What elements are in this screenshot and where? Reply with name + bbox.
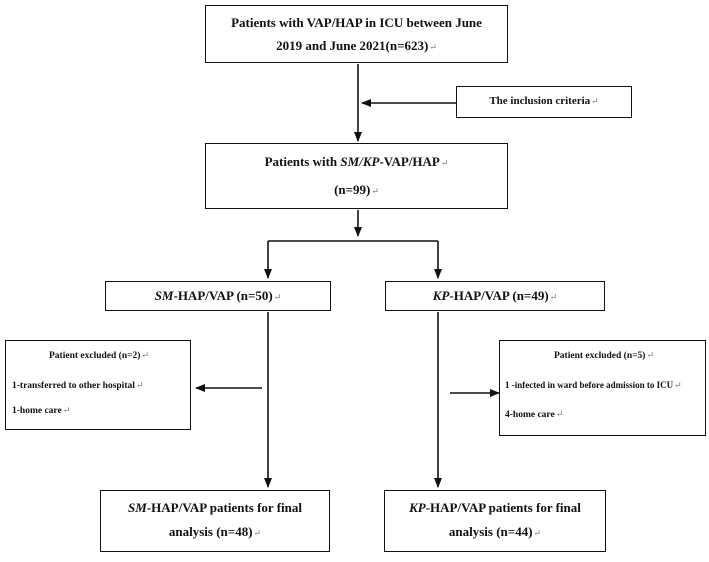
excluded-left-item2: 1-home care↵ <box>12 405 71 416</box>
final-sm-italic: SM <box>128 500 147 515</box>
final-kp-line2: analysis (n=44) <box>448 524 533 539</box>
paragraph-mark: ↵ <box>533 528 542 538</box>
box-sm-text: -HAP/VAP (n=50) <box>173 288 273 303</box>
final-kp-line1: -HAP/VAP patients for final <box>425 500 581 515</box>
box-final-kp: KP-HAP/VAP patients for final analysis (… <box>384 490 606 552</box>
box-mid-italic: SM/KP <box>340 154 380 169</box>
excluded-left-item1: 1-transferred to other hospital↵ <box>12 380 144 391</box>
final-sm-line2: analysis (n=48) <box>168 524 253 539</box>
box-mid-suffix: -VAP/HAP <box>379 154 440 169</box>
inclusion-criteria-text: The inclusion criteria <box>489 95 591 107</box>
box-kp-group: KP-HAP/VAP (n=49)↵ <box>385 281 605 311</box>
paragraph-mark: ↵ <box>253 528 262 538</box>
box-total-patients: Patients with VAP/HAP in ICU between Jun… <box>205 5 508 63</box>
box-total-line1: Patients with VAP/HAP in ICU between Jun… <box>231 15 482 30</box>
box-kp-text: -HAP/VAP (n=49) <box>449 288 549 303</box>
paragraph-mark: ↵ <box>429 42 437 52</box>
final-sm-line1: -HAP/VAP patients for final <box>146 500 302 515</box>
box-mid-prefix: Patients with <box>264 154 341 169</box>
paragraph-mark: ↵ <box>591 96 599 106</box>
paragraph-mark: ↵ <box>549 292 558 302</box>
box-total-line2: 2019 and June 2021(n=623) <box>276 38 429 53</box>
paragraph-mark: ↵ <box>440 158 449 168</box>
final-kp-italic: KP <box>409 500 426 515</box>
box-final-sm: SM-HAP/VAP patients for final analysis (… <box>100 490 330 552</box>
excluded-left-title: Patient excluded (n=2)↵ <box>49 350 149 361</box>
box-kp-italic: KP <box>432 288 450 303</box>
box-sm-italic: SM <box>154 288 174 303</box>
box-sm-group: SM-HAP/VAP (n=50)↵ <box>105 281 331 311</box>
paragraph-mark: ↵ <box>371 186 379 196</box>
excluded-right-item1: 1 -infected in ward before admission to … <box>505 380 682 390</box>
paragraph-mark: ↵ <box>273 292 282 302</box>
box-inclusion-criteria: The inclusion criteria↵ <box>456 86 632 118</box>
box-mid-count: (n=99) <box>334 182 371 197</box>
box-excluded-right: Patient excluded (n=5)↵ 1 -infected in w… <box>499 340 706 436</box>
box-excluded-left: Patient excluded (n=2)↵ 1-transferred to… <box>5 340 191 430</box>
box-sm-kp-patients: Patients with SM/KP-VAP/HAP↵ (n=99)↵ <box>205 143 508 209</box>
excluded-right-item2: 4-home care↵ <box>505 409 564 420</box>
excluded-right-title: Patient excluded (n=5)↵ <box>554 350 654 361</box>
